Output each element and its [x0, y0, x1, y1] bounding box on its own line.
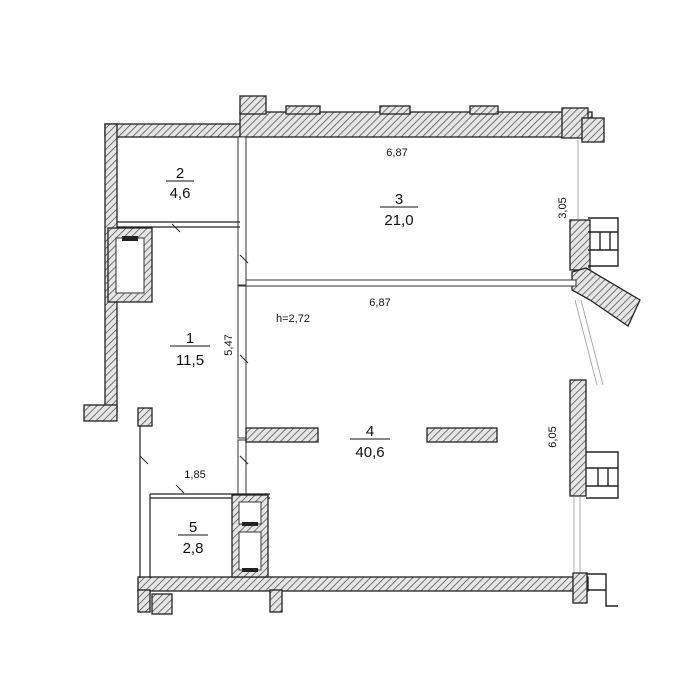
room-2-area: 4,6: [170, 185, 191, 202]
room-5-number: 5: [189, 519, 197, 536]
room-1-number: 1: [186, 330, 194, 347]
dimension-ticks: [139, 223, 249, 494]
windows: [573, 140, 619, 607]
ceiling-height: h=2,72: [276, 313, 310, 325]
room-4-number: 4: [366, 423, 374, 440]
ventilation-shafts: [107, 227, 269, 578]
dim-mid-width: 6,87: [369, 297, 390, 309]
dim-room1-length: 5,47: [223, 334, 235, 355]
dimension-labels: 6,87 6,87 h=2,72 1,85 3,05 5,47 6,05: [184, 147, 569, 481]
partitions: [117, 136, 577, 578]
dim-corridor-width: 1,85: [184, 469, 205, 481]
room-2-number: 2: [176, 165, 184, 182]
dim-room4-depth: 6,05: [547, 426, 559, 447]
room-labels: 2 4,6 3 21,0 1 11,5 4 40,6 5 2,8: [166, 165, 418, 557]
dim-room3-depth: 3,05: [557, 197, 569, 218]
room-4-area: 40,6: [355, 444, 384, 461]
room-3-area: 21,0: [384, 212, 413, 229]
outer-walls: [83, 95, 641, 615]
room-3-number: 3: [395, 191, 403, 208]
room-1-area: 11,5: [176, 352, 204, 369]
dim-top-width: 6,87: [386, 147, 407, 159]
room-5-area: 2,8: [183, 540, 204, 557]
